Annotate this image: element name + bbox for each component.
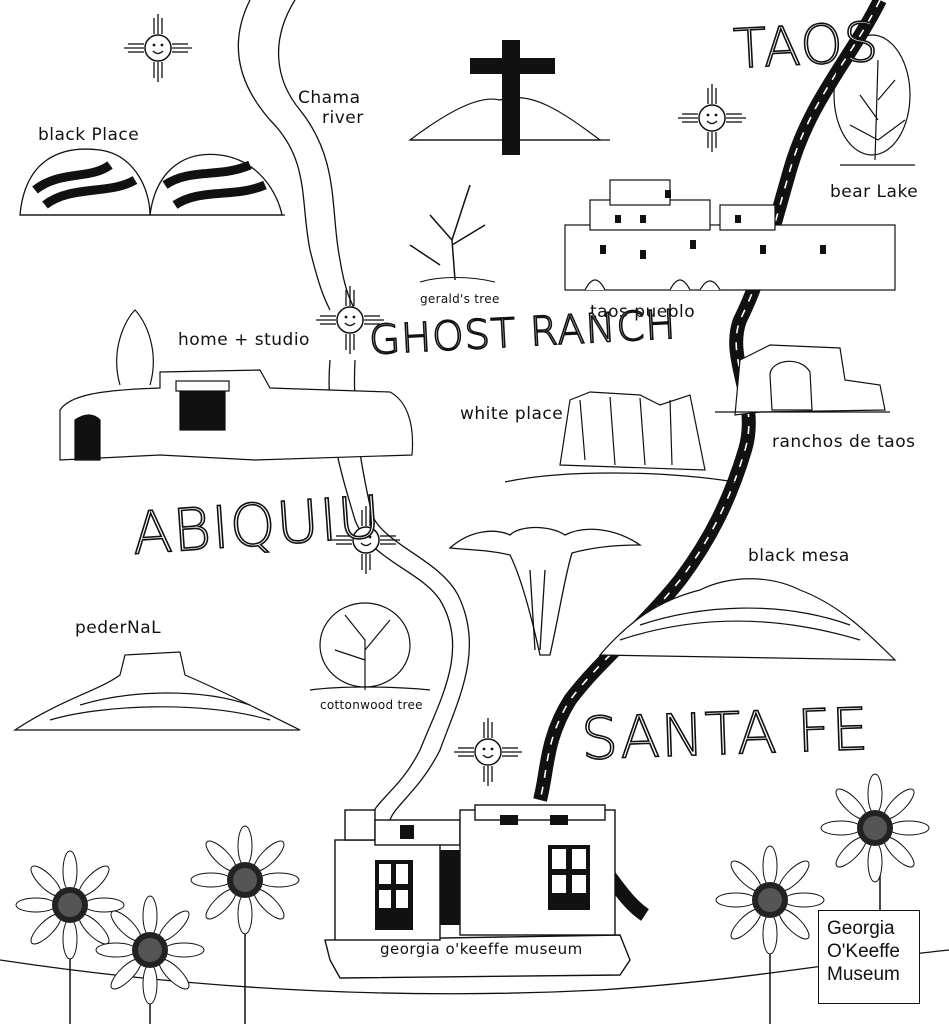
georgia-okeeffe-museum-logo: Georgia O'Keeffe Museum [818,910,920,1004]
cottonwood-tree-label: cottonwood tree [320,698,423,712]
taos-title: TAOS [731,10,881,82]
chama-river-label-1: Chama [298,88,361,108]
santa-fe-title: SANTA FE [579,694,871,774]
museum-building [324,804,631,979]
local-road [328,359,471,821]
cross-icon [408,40,610,155]
zia-sun-icon [453,717,523,787]
mesa-icon [504,391,736,483]
museum-label: georgia o'keeffe museum [380,940,583,958]
cow-skull-icon [448,526,643,656]
adobe-building-icon [59,309,414,461]
logo-line-3: Museum [827,964,900,985]
chama-river-label-2: river [322,108,364,128]
tree-icon [409,184,496,283]
sunflower-icon [15,773,930,1024]
black-place-label: black Place [38,125,140,145]
black-place-hills [19,148,285,216]
ranchos-de-taos-label: ranchos de taos [772,432,916,452]
mesa-icon [598,578,897,661]
white-place-label: white place [460,404,564,424]
home-studio-label: home + studio [178,330,310,350]
zia-sun-icon [677,83,747,153]
mesa-icon [13,651,301,731]
taos-pueblo-label: taos pueblo [590,302,696,322]
bear-lake-label: bear Lake [830,182,919,202]
logo-line-1: Georgia [827,918,895,939]
logo-line-2: O'Keeffe [827,941,900,962]
tree-icon [833,34,915,166]
geralds-tree-label: gerald's tree [420,292,500,306]
adobe-building-icon [715,344,890,416]
zia-sun-icon [123,13,193,83]
black-mesa-label: black mesa [748,546,850,566]
pedernal-label: pederNaL [75,618,162,638]
tree-icon [309,602,431,691]
chama-river [237,0,356,311]
adobe-building-icon [564,179,896,291]
